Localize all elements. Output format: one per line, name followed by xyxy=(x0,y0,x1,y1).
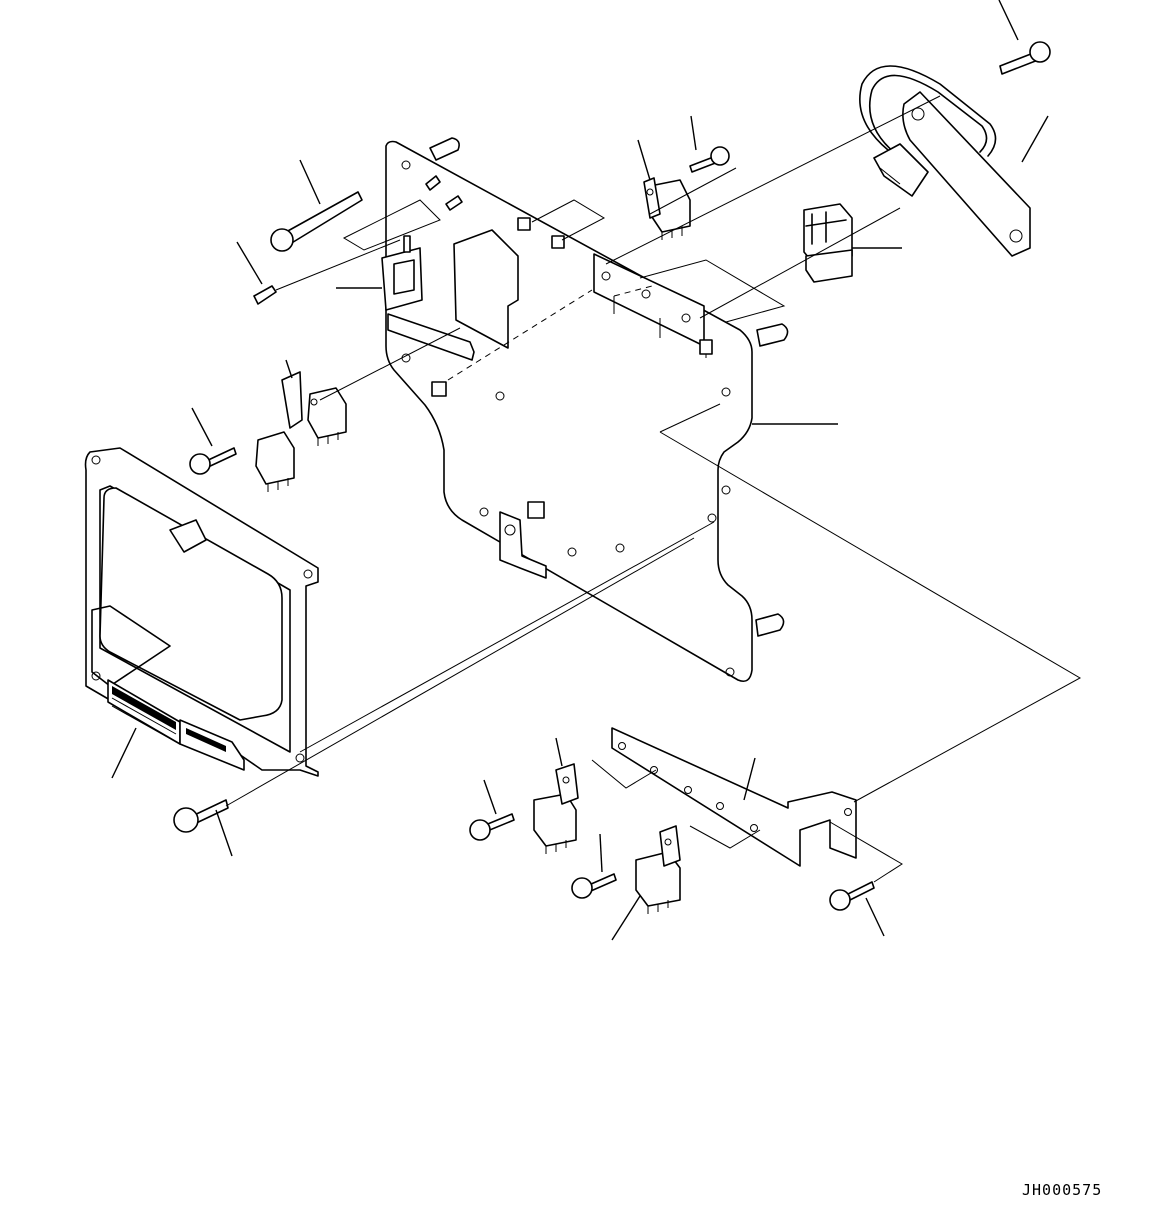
harness-icon xyxy=(859,65,1031,257)
relay-icon xyxy=(255,177,691,914)
connector-icon xyxy=(381,203,853,311)
lower-bracket-icon xyxy=(611,727,857,867)
assembly-lines xyxy=(111,0,1082,941)
controller-icon xyxy=(84,447,319,777)
drawing-code: JH000575 xyxy=(1022,1181,1103,1199)
bolt-icon xyxy=(173,41,1051,911)
mounting-plate-icon xyxy=(385,137,789,683)
